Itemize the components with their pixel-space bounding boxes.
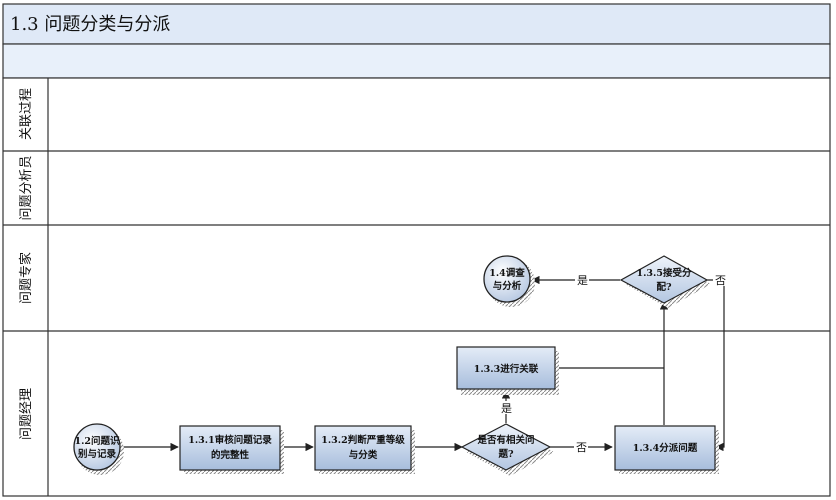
node-associate[interactable]: 1.3.3进行关联 — [456, 346, 559, 395]
node-decision-accept-line-1: 1.3.5接受分 — [637, 267, 692, 279]
edge-label-accept-yes: 是 — [577, 274, 588, 287]
node-start-problem-identification[interactable]: 1.2问题识 别与记录 — [73, 423, 124, 475]
node-decision-related-line-2: 题? — [498, 448, 514, 460]
node-review-line-2: 的完整性 — [211, 449, 250, 461]
node-start-line-2: 别与记录 — [77, 448, 117, 460]
lane-label-problem-manager: 问题经理 — [19, 388, 34, 440]
node-review-record-completeness[interactable]: 1.3.1审核问题记录 的完整性 — [179, 425, 284, 474]
node-assign-problem[interactable]: 1.3.4分派问题 — [614, 425, 719, 474]
node-judge-severity-category[interactable]: 1.3.2判断严重等级 与分类 — [314, 425, 415, 474]
edge-label-related-yes: 是 — [501, 402, 512, 415]
edge-label-related-no: 否 — [576, 441, 587, 454]
node-review-line-1: 1.3.1审核问题记录 — [188, 434, 272, 446]
edge-label-accept-no: 否 — [715, 274, 726, 287]
node-end-line-1: 1.4调查 — [489, 267, 525, 279]
node-judge-line-2: 与分类 — [349, 449, 378, 461]
lane-labels: 关联过程 问题分析员 问题专家 问题经理 — [18, 88, 34, 440]
lane-label-problem-expert: 问题专家 — [18, 252, 34, 304]
node-end-investigation-analysis[interactable]: 1.4调查 与分析 — [483, 255, 535, 307]
node-decision-related-line-1: 是否有相关问 — [476, 434, 534, 446]
lane-label-problem-analyst: 问题分析员 — [19, 155, 34, 220]
title-bar — [2, 3, 831, 45]
node-assign-line-1: 1.3.4分派问题 — [633, 442, 698, 454]
node-decision-accept-assignment[interactable]: 1.3.5接受分 配? — [619, 255, 711, 308]
header-band — [2, 43, 831, 79]
node-end-line-2: 与分析 — [493, 280, 522, 292]
swimlane-frame: 1.3 问题分类与分派 — [2, 3, 831, 497]
node-judge-line-1: 1.3.2判断严重等级 — [321, 434, 405, 446]
diagram-title: 1.3 问题分类与分派 — [10, 14, 170, 35]
node-decision-accept-line-2: 配? — [656, 282, 672, 293]
node-start-line-1: 1.2问题识 — [74, 435, 120, 447]
edge-labels: 否 是 是 否 — [499, 273, 727, 454]
node-associate-line-1: 1.3.3进行关联 — [474, 363, 539, 375]
node-decision-related-problem[interactable]: 是否有相关问 题? — [460, 423, 554, 476]
lane-label-related-process: 关联过程 — [19, 88, 34, 140]
